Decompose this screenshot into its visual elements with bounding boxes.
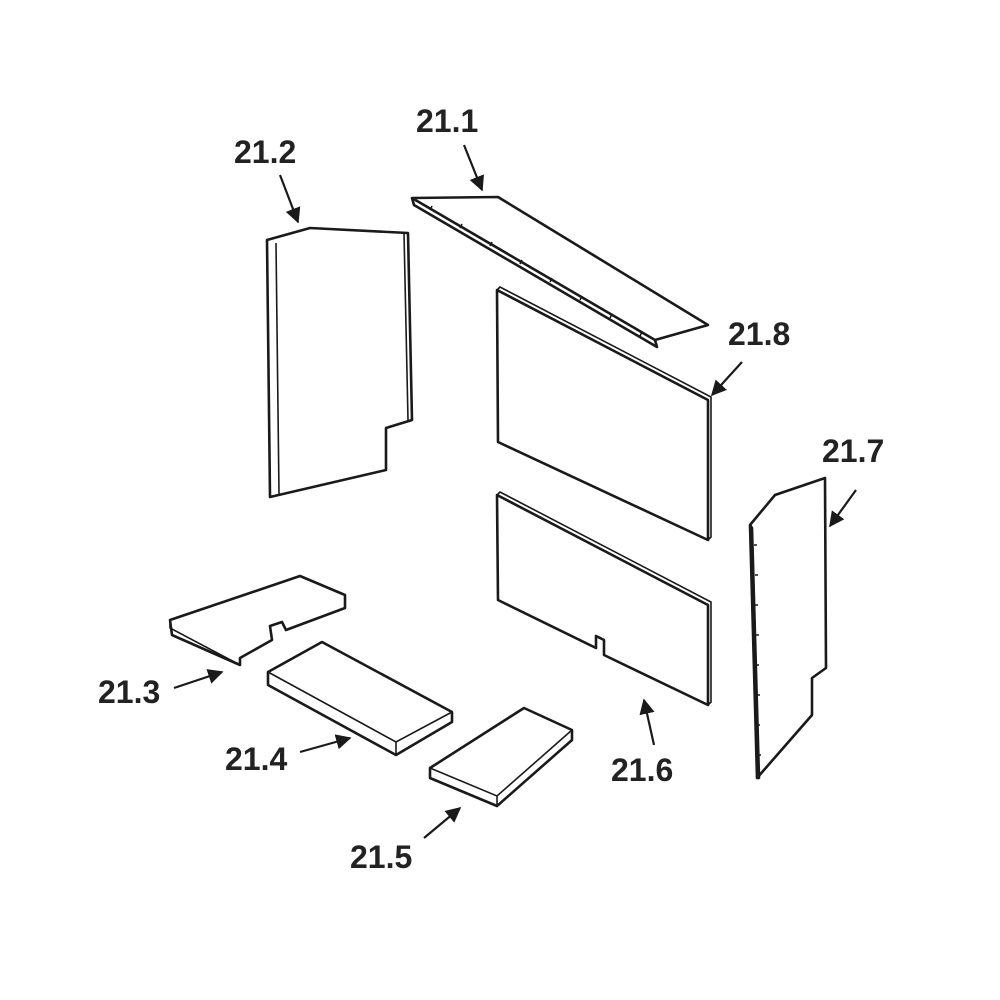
arrow-21-5 bbox=[423, 807, 462, 839]
label-21-3: 21.3 bbox=[98, 674, 160, 710]
arrow-21-8 bbox=[710, 361, 743, 397]
arrow-21-4 bbox=[299, 734, 352, 754]
leader-arrows bbox=[173, 144, 857, 839]
panel-21-1 bbox=[410, 195, 710, 349]
panel-21-6 bbox=[495, 491, 712, 707]
floor-tile-21-3 bbox=[168, 574, 347, 667]
label-21-2: 21.2 bbox=[234, 134, 296, 170]
label-21-8: 21.8 bbox=[728, 316, 790, 352]
label-21-4: 21.4 bbox=[225, 741, 287, 777]
floor-tile-21-5 bbox=[428, 706, 574, 808]
arrow-21-1 bbox=[462, 144, 485, 192]
label-21-6: 21.6 bbox=[611, 752, 673, 788]
arrow-21-3 bbox=[173, 669, 224, 690]
label-21-1: 21.1 bbox=[416, 103, 478, 139]
panel-21-8 bbox=[495, 286, 712, 542]
panel-21-7 bbox=[748, 476, 828, 780]
arrow-21-6 bbox=[639, 698, 656, 746]
label-21-7: 21.7 bbox=[822, 433, 884, 469]
label-21-5: 21.5 bbox=[350, 839, 412, 875]
arrow-21-7 bbox=[829, 489, 857, 528]
part-labels: 21.1 21.2 21.8 21.7 21.3 21.4 21.6 21.5 bbox=[98, 103, 884, 875]
panel-21-2 bbox=[265, 226, 414, 499]
arrow-21-2 bbox=[278, 174, 301, 224]
floor-tile-21-4 bbox=[266, 640, 454, 757]
